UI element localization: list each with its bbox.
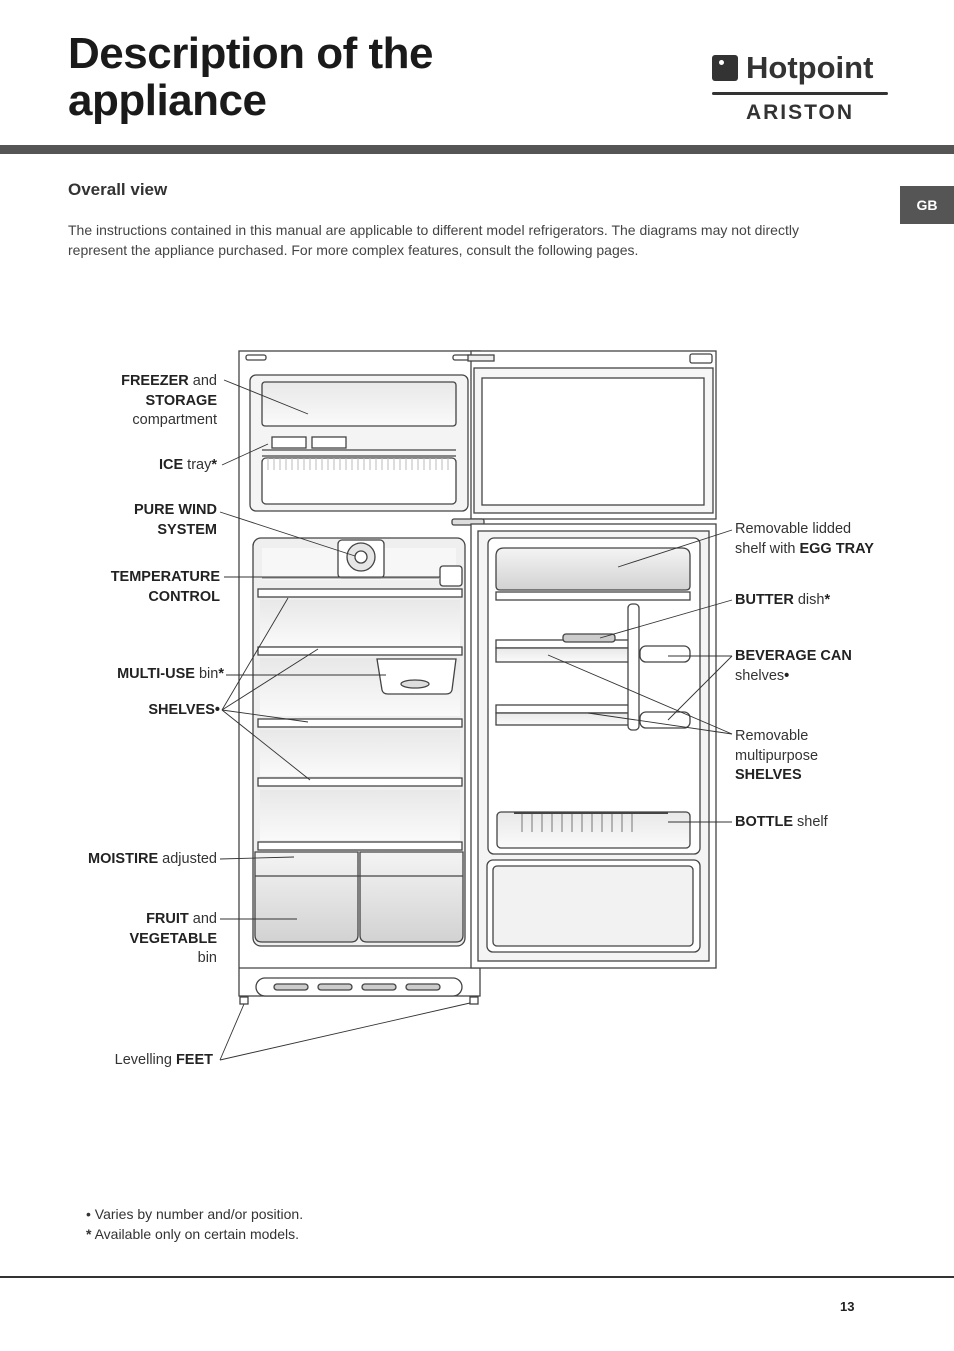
hotpoint-ariston-logo: Hotpoint ARISTON: [712, 52, 888, 125]
logo-sub: ARISTON: [745, 101, 855, 124]
label-butter-dish: BUTTER dish*: [735, 592, 831, 608]
label-fruit-vegetable-bin: FRUIT and VEGETABLE bin: [129, 911, 217, 966]
footnote-available: * Available only on certain models.: [86, 1226, 299, 1242]
butter-dish: [562, 633, 616, 643]
page-number: 13: [840, 1299, 855, 1314]
label-pure-wind: PURE WIND SYSTEM: [134, 502, 217, 538]
leader-lines: [219, 379, 733, 1061]
header-rule: [0, 145, 954, 154]
ice-tray: [271, 436, 307, 449]
label-multi-use-bin: MULTI-USE bin*: [117, 666, 224, 682]
label-egg-tray: Removable lidded shelf with EGG TRAY: [735, 521, 874, 557]
bottle-shelf: [496, 811, 691, 849]
title-line-1: Description of the: [68, 29, 434, 78]
foot-left: [239, 996, 249, 1005]
vegetable-bin-right: [359, 851, 464, 943]
beverage-can-shelf: [639, 645, 691, 663]
footnotes: • Varies by number and/or position. * Av…: [86, 1204, 303, 1244]
multi-use-bin: [376, 658, 457, 695]
fridge-shelves: [257, 588, 463, 851]
section-title: Overall view: [68, 180, 168, 199]
vegetable-bin-left: [254, 851, 359, 943]
foot-right: [469, 996, 479, 1005]
intro-line-2: represent the appliance purchased. For m…: [68, 242, 639, 258]
intro-line-1: The instructions contained in this manua…: [68, 222, 799, 238]
logo-brand: Hotpoint: [746, 50, 874, 85]
egg-tray-shelf: [495, 547, 691, 591]
page-title: Description of the appliance: [68, 29, 434, 125]
label-levelling-feet: Levelling FEET: [114, 1052, 213, 1068]
label-temperature-control: TEMPERATURE CONTROL: [110, 569, 220, 605]
label-ice-tray: ICE tray*: [158, 457, 217, 473]
label-freezer: FREEZER and STORAGE compartment: [121, 373, 217, 428]
title-line-2: appliance: [68, 76, 267, 125]
logo-divider: [712, 92, 888, 95]
footer-rule: [0, 1276, 954, 1278]
base-grille: [255, 977, 463, 997]
label-beverage-can: BEVERAGE CAN shelves•: [735, 648, 852, 684]
footnote-varies: • Varies by number and/or position.: [86, 1206, 304, 1222]
label-bottle-shelf: BOTTLE shelf: [735, 814, 828, 830]
label-multipurpose-shelves: Removable multipurpose SHELVES: [735, 728, 819, 783]
intro-text: The instructions contained in this manua…: [68, 220, 868, 260]
label-moisture: MOISTIRE adjusted: [88, 851, 217, 867]
label-shelves: SHELVES•: [148, 702, 220, 718]
temperature-knob: [439, 565, 463, 587]
language-tab: GB: [900, 186, 954, 224]
brand-mark-icon: [712, 55, 738, 81]
